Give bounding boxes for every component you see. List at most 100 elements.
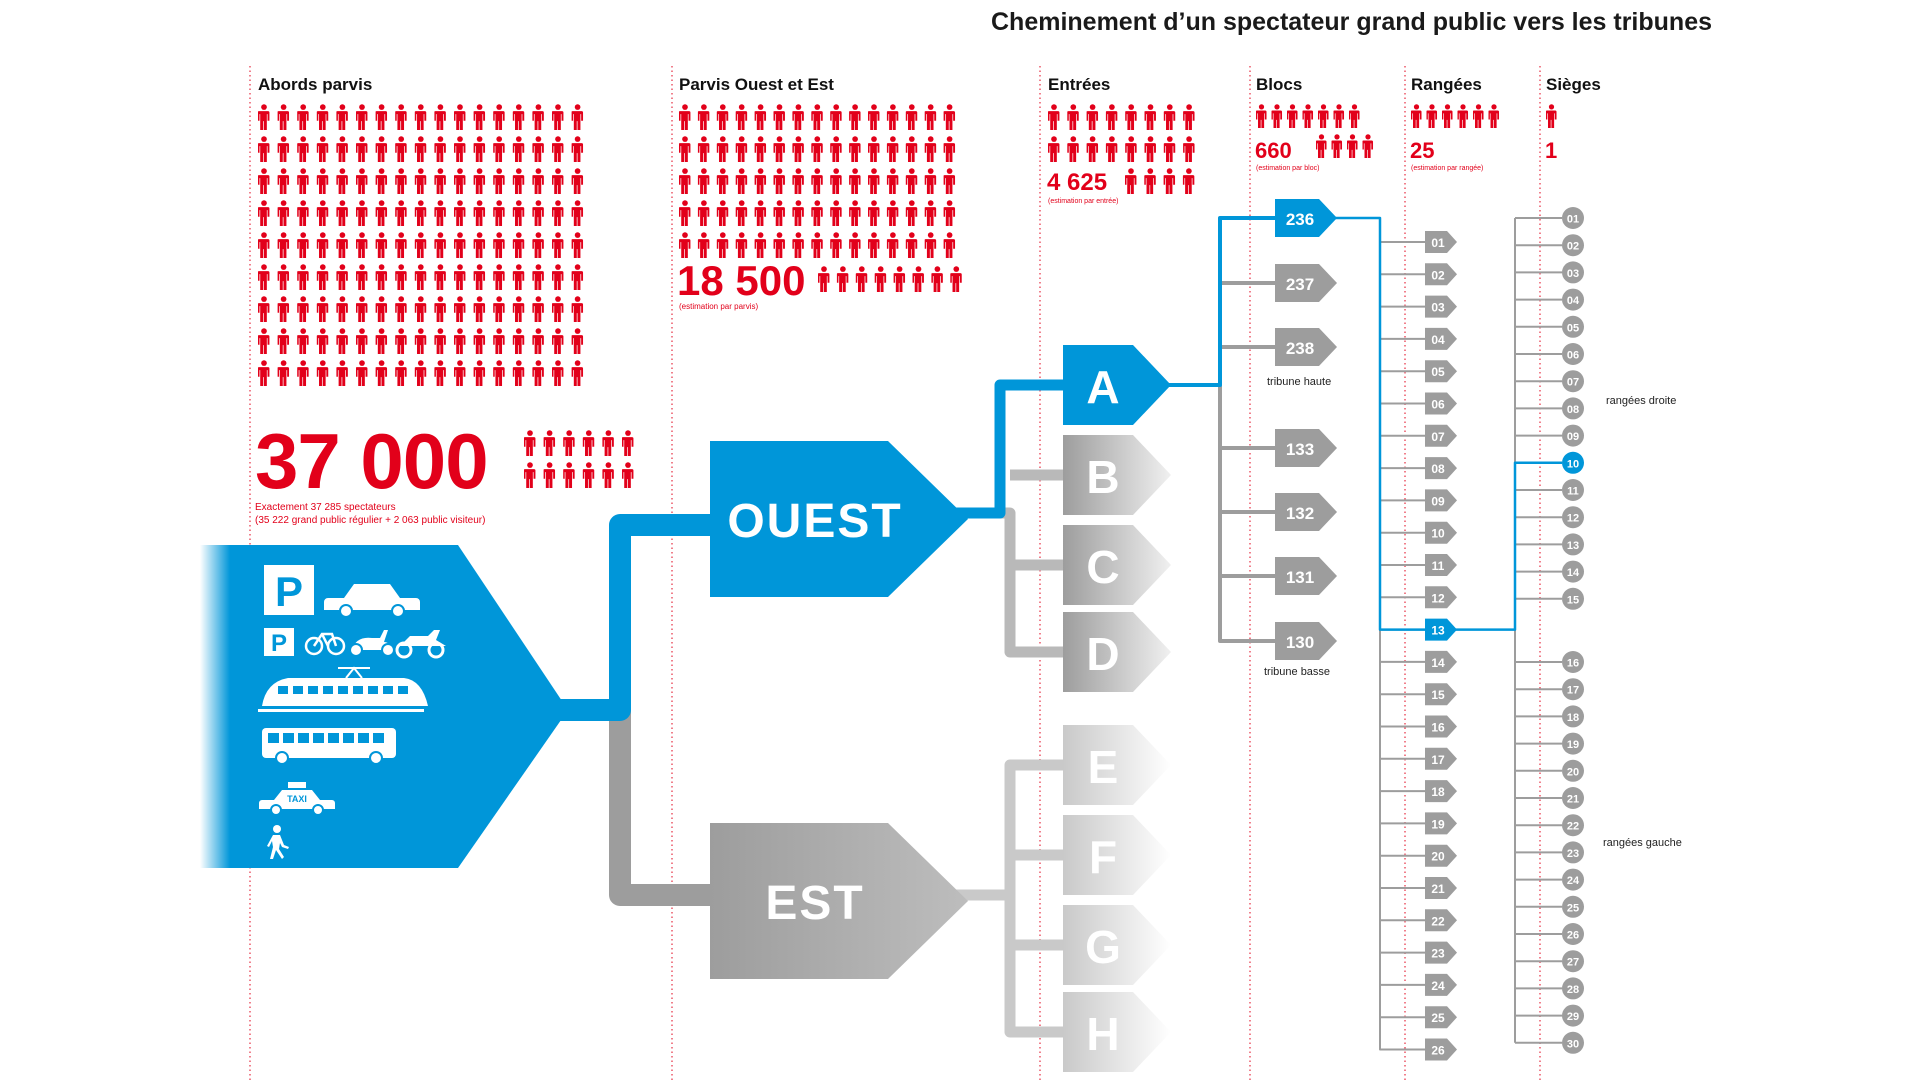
entrance-node-g[interactable]: G bbox=[1063, 905, 1171, 985]
person-icon bbox=[552, 360, 564, 386]
parvis-node-est[interactable]: EST bbox=[710, 823, 968, 979]
entrance-node-h[interactable]: H bbox=[1063, 992, 1171, 1072]
person-icon bbox=[1442, 104, 1453, 128]
stat-rangees-note: (estimation par rangée) bbox=[1411, 165, 1483, 172]
seat-node-04[interactable]: 04 bbox=[1562, 288, 1584, 311]
row-node-label: 17 bbox=[1431, 753, 1445, 767]
row-node-01[interactable]: 01 bbox=[1425, 231, 1457, 253]
person-icon bbox=[1048, 136, 1060, 162]
person-icon bbox=[532, 200, 544, 226]
entrance-node-a[interactable]: A bbox=[1063, 345, 1171, 425]
row-node-08[interactable]: 08 bbox=[1425, 457, 1457, 480]
seat-node-15[interactable]: 15 bbox=[1562, 587, 1584, 610]
row-node-25[interactable]: 25 bbox=[1425, 1006, 1457, 1029]
block-node-133[interactable]: 133 bbox=[1275, 429, 1337, 467]
seat-node-29[interactable]: 29 bbox=[1562, 1004, 1584, 1027]
person-icon bbox=[1105, 104, 1118, 130]
row-node-13[interactable]: 13 bbox=[1425, 618, 1457, 641]
row-node-shape bbox=[1425, 521, 1457, 544]
person-icon bbox=[582, 430, 595, 456]
seat-node-08[interactable]: 08 bbox=[1562, 397, 1584, 420]
row-node-24[interactable]: 24 bbox=[1425, 973, 1457, 996]
row-node-26[interactable]: 26 bbox=[1425, 1038, 1457, 1061]
seat-node-06[interactable]: 06 bbox=[1562, 343, 1584, 365]
entrance-node-e[interactable]: E bbox=[1063, 725, 1171, 805]
seat-node-11[interactable]: 11 bbox=[1562, 479, 1584, 501]
row-node-20[interactable]: 20 bbox=[1425, 844, 1457, 867]
row-node-09[interactable]: 09 bbox=[1425, 489, 1457, 512]
person-icon bbox=[356, 296, 368, 322]
connector-est bbox=[560, 699, 710, 906]
seat-node-18[interactable]: 18 bbox=[1562, 705, 1584, 728]
row-node-11[interactable]: 11 bbox=[1425, 554, 1457, 576]
entrance-node-f[interactable]: F bbox=[1063, 815, 1171, 895]
person-icon bbox=[563, 462, 575, 488]
seat-node-25[interactable]: 25 bbox=[1562, 895, 1584, 918]
person-icon bbox=[277, 136, 290, 162]
block-node-131[interactable]: 131 bbox=[1275, 557, 1337, 595]
seat-node-03[interactable]: 03 bbox=[1562, 261, 1584, 284]
entrance-node-b[interactable]: B bbox=[1063, 435, 1171, 515]
row-node-06[interactable]: 06 bbox=[1425, 392, 1457, 415]
row-node-22[interactable]: 22 bbox=[1425, 909, 1457, 932]
seat-node-05[interactable]: 05 bbox=[1562, 315, 1584, 338]
seat-node-13[interactable]: 13 bbox=[1562, 533, 1584, 556]
row-node-12[interactable]: 12 bbox=[1425, 586, 1457, 609]
seat-node-20[interactable]: 20 bbox=[1562, 759, 1584, 782]
parvis-node-ouest[interactable]: OUEST bbox=[710, 441, 968, 597]
block-node-236[interactable]: 236 bbox=[1275, 199, 1337, 237]
person-icon bbox=[316, 360, 329, 386]
seat-node-17[interactable]: 17 bbox=[1562, 678, 1584, 701]
block-node-238[interactable]: 238 bbox=[1275, 328, 1337, 366]
seat-node-09[interactable]: 09 bbox=[1562, 424, 1584, 447]
block-node-237[interactable]: 237 bbox=[1275, 264, 1337, 302]
seat-node-26[interactable]: 26 bbox=[1562, 923, 1584, 945]
row-node-16[interactable]: 16 bbox=[1425, 715, 1457, 738]
parvis-node-shape bbox=[710, 441, 968, 597]
seat-node-21[interactable]: 21 bbox=[1562, 787, 1584, 809]
person-icon bbox=[297, 136, 309, 162]
row-node-14[interactable]: 14 bbox=[1425, 650, 1457, 673]
row-node-07[interactable]: 07 bbox=[1425, 424, 1457, 447]
row-node-04[interactable]: 04 bbox=[1425, 327, 1457, 350]
row-node-10[interactable]: 10 bbox=[1425, 521, 1457, 544]
row-node-05[interactable]: 05 bbox=[1425, 360, 1457, 383]
row-node-17[interactable]: 17 bbox=[1425, 747, 1457, 770]
seat-node-19[interactable]: 19 bbox=[1562, 732, 1584, 755]
row-node-23[interactable]: 23 bbox=[1425, 941, 1457, 964]
seat-node-28[interactable]: 28 bbox=[1562, 977, 1584, 1000]
seat-node-23[interactable]: 23 bbox=[1562, 841, 1584, 864]
seat-node-01[interactable]: 01 bbox=[1562, 207, 1584, 229]
person-icon bbox=[754, 232, 767, 258]
seat-node-22[interactable]: 22 bbox=[1562, 814, 1584, 837]
seat-node-27[interactable]: 27 bbox=[1562, 950, 1584, 973]
motorcycle-icon bbox=[395, 630, 446, 659]
block-node-shape bbox=[1275, 429, 1337, 467]
block-node-shape bbox=[1275, 199, 1337, 237]
entrance-node-c[interactable]: C bbox=[1063, 525, 1171, 605]
person-icon bbox=[532, 296, 544, 322]
seat-node-02[interactable]: 02 bbox=[1562, 234, 1584, 257]
seat-node-14[interactable]: 14 bbox=[1562, 560, 1584, 583]
row-node-15[interactable]: 15 bbox=[1425, 683, 1457, 706]
seat-node-label: 03 bbox=[1567, 268, 1579, 280]
person-icon bbox=[277, 168, 290, 194]
person-icon bbox=[571, 360, 584, 386]
seat-node-16[interactable]: 16 bbox=[1562, 651, 1584, 673]
person-icon bbox=[622, 462, 634, 488]
seat-node-30[interactable]: 30 bbox=[1562, 1031, 1584, 1054]
block-node-130[interactable]: 130 bbox=[1275, 622, 1337, 660]
row-node-shape bbox=[1425, 618, 1457, 641]
person-icon bbox=[512, 200, 525, 226]
block-node-132[interactable]: 132 bbox=[1275, 493, 1337, 531]
entrance-node-d[interactable]: D bbox=[1063, 612, 1171, 692]
seat-node-07[interactable]: 07 bbox=[1562, 370, 1584, 393]
seat-node-24[interactable]: 24 bbox=[1562, 868, 1584, 891]
seat-node-12[interactable]: 12 bbox=[1562, 506, 1584, 529]
row-node-18[interactable]: 18 bbox=[1425, 780, 1457, 803]
row-node-02[interactable]: 02 bbox=[1425, 263, 1457, 286]
seat-node-10[interactable]: 10 bbox=[1562, 451, 1584, 474]
row-node-21[interactable]: 21 bbox=[1425, 877, 1457, 899]
row-node-19[interactable]: 19 bbox=[1425, 812, 1457, 835]
row-node-03[interactable]: 03 bbox=[1425, 295, 1457, 318]
